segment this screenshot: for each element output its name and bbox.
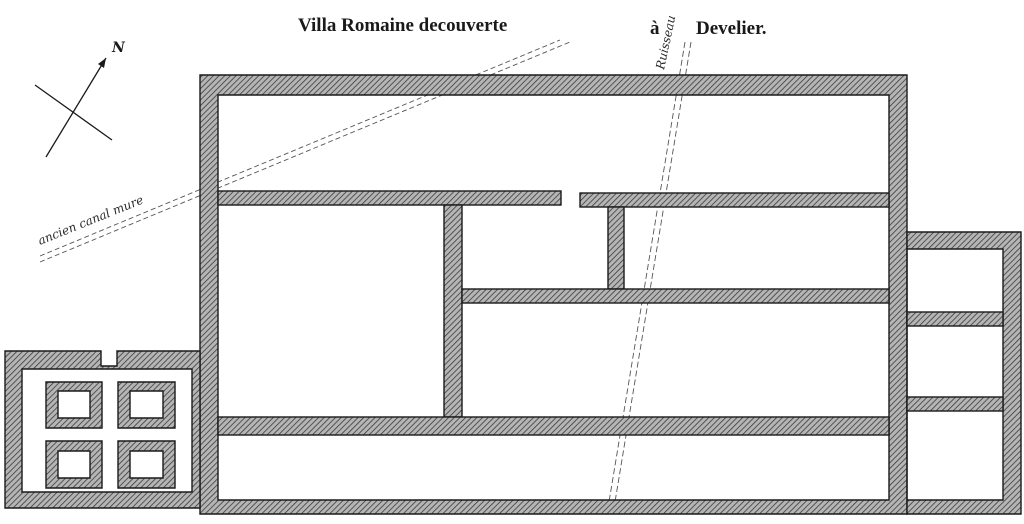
west-annex-wall: [4, 350, 201, 509]
wall-vertical-small: [607, 206, 625, 290]
title-develier: Develier.: [696, 18, 767, 39]
canal-line: [39, 39, 571, 263]
stream-line: [607, 41, 692, 509]
title-a: à: [650, 18, 660, 39]
pillar-4: [117, 440, 176, 489]
east-annex-divider-1: [906, 311, 1004, 327]
east-annex-divider-2: [906, 396, 1004, 412]
canal-label: ancien canal mure: [36, 193, 146, 248]
pillar-2: [117, 381, 176, 429]
wall-upper-left: [217, 190, 562, 206]
north-label: N: [111, 40, 126, 56]
pillar-1: [45, 381, 103, 429]
walls: [4, 74, 1022, 515]
title-villa: Villa Romaine decouverte: [298, 15, 507, 36]
wall-middle-right: [461, 288, 890, 304]
north-arrow-icon: N: [34, 40, 126, 158]
wall-lower: [217, 416, 890, 436]
wall-vertical-left: [443, 204, 463, 418]
east-annex-wall: [906, 231, 1022, 515]
wall-upper-right: [579, 192, 890, 208]
pillar-3: [45, 440, 103, 489]
